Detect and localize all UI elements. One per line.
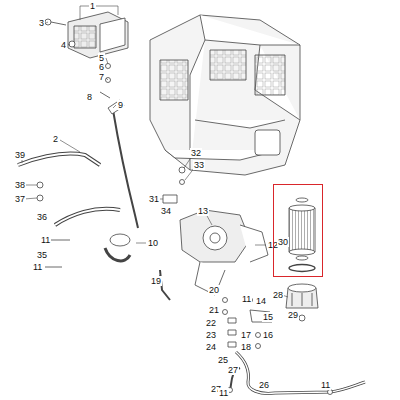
- callout-number: 6: [98, 62, 105, 72]
- callout-number: 26: [258, 380, 270, 390]
- callout-number: 27: [227, 365, 239, 375]
- callout-number: 19: [150, 276, 162, 286]
- callout-number: 21: [208, 305, 220, 315]
- callout-number: 16: [262, 330, 274, 340]
- callout-number: 36: [36, 212, 48, 222]
- callout-number: 3: [38, 18, 45, 28]
- callout-number: 11: [320, 380, 331, 390]
- callout-number: 20: [208, 285, 220, 295]
- callout-number: 11: [40, 235, 51, 245]
- callout-number: 25: [217, 355, 229, 365]
- callout-number: 32: [190, 148, 202, 158]
- callout-number: 37: [14, 194, 26, 204]
- callout-number: 14: [255, 296, 267, 306]
- callout-number: 15: [262, 312, 274, 322]
- callout-number: 9: [117, 100, 124, 110]
- callout-number: 34: [160, 206, 172, 216]
- callout-number: 28: [272, 290, 284, 300]
- callout-number: 29: [287, 310, 299, 320]
- callout-number: 31: [148, 194, 160, 204]
- callout-number: 11: [32, 262, 43, 272]
- callout-number: 38: [14, 180, 26, 190]
- callout-number: 13: [197, 206, 209, 216]
- callout-number: 23: [205, 330, 217, 340]
- callout-number: 24: [205, 342, 217, 352]
- callout-number: 1: [89, 1, 96, 11]
- callout-number: 4: [60, 40, 67, 50]
- callout-number: 2: [52, 134, 59, 144]
- callout-number: 22: [205, 318, 217, 328]
- callout-number: 33: [193, 160, 205, 170]
- callout-number: 18: [240, 342, 252, 352]
- callout-number: 11: [218, 388, 229, 398]
- callout-number: 35: [36, 250, 48, 260]
- callout-number: 30: [277, 237, 289, 247]
- highlight-box: 30: [273, 184, 323, 277]
- callout-number: 10: [147, 238, 159, 248]
- callout-number: 8: [86, 92, 93, 102]
- callout-number: 7: [98, 72, 105, 82]
- callout-number: 11: [241, 294, 252, 304]
- callout-number: 17: [240, 330, 252, 340]
- callout-number: 39: [14, 150, 26, 160]
